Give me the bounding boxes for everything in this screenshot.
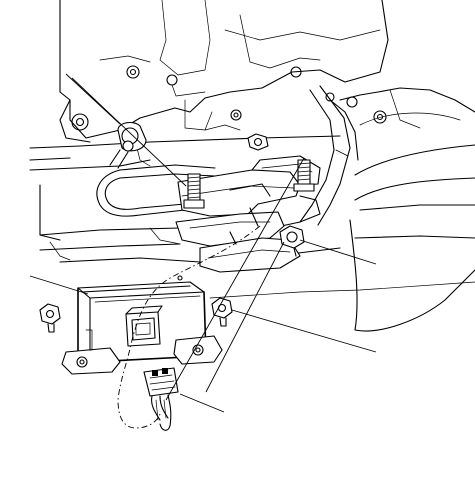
threaded-stud-right: [293, 159, 315, 192]
module-housing-leader: [29, 275, 89, 295]
center-bracket: [175, 155, 321, 273]
right-mount-bolt-leader: [299, 239, 377, 265]
upper-left-sensor-leader: [65, 73, 121, 125]
hose-loop: [96, 139, 216, 217]
module-bolt-left: [39, 303, 61, 333]
threaded-stud: [183, 173, 205, 209]
sensor-mount-bolt: [109, 121, 147, 169]
upper-bolt: [247, 133, 269, 151]
control-module: [61, 281, 223, 375]
wire-route-phantom: [117, 225, 261, 429]
callout-leaders: [29, 73, 377, 413]
right-housing: [325, 87, 475, 332]
harness-connector: [143, 367, 179, 431]
bracket-rod: [299, 85, 351, 226]
connector-leader: [179, 393, 225, 413]
module-bolt-leader: [231, 309, 377, 353]
right-mount-bolt: [279, 225, 305, 257]
transmission-case: [59, 0, 389, 143]
